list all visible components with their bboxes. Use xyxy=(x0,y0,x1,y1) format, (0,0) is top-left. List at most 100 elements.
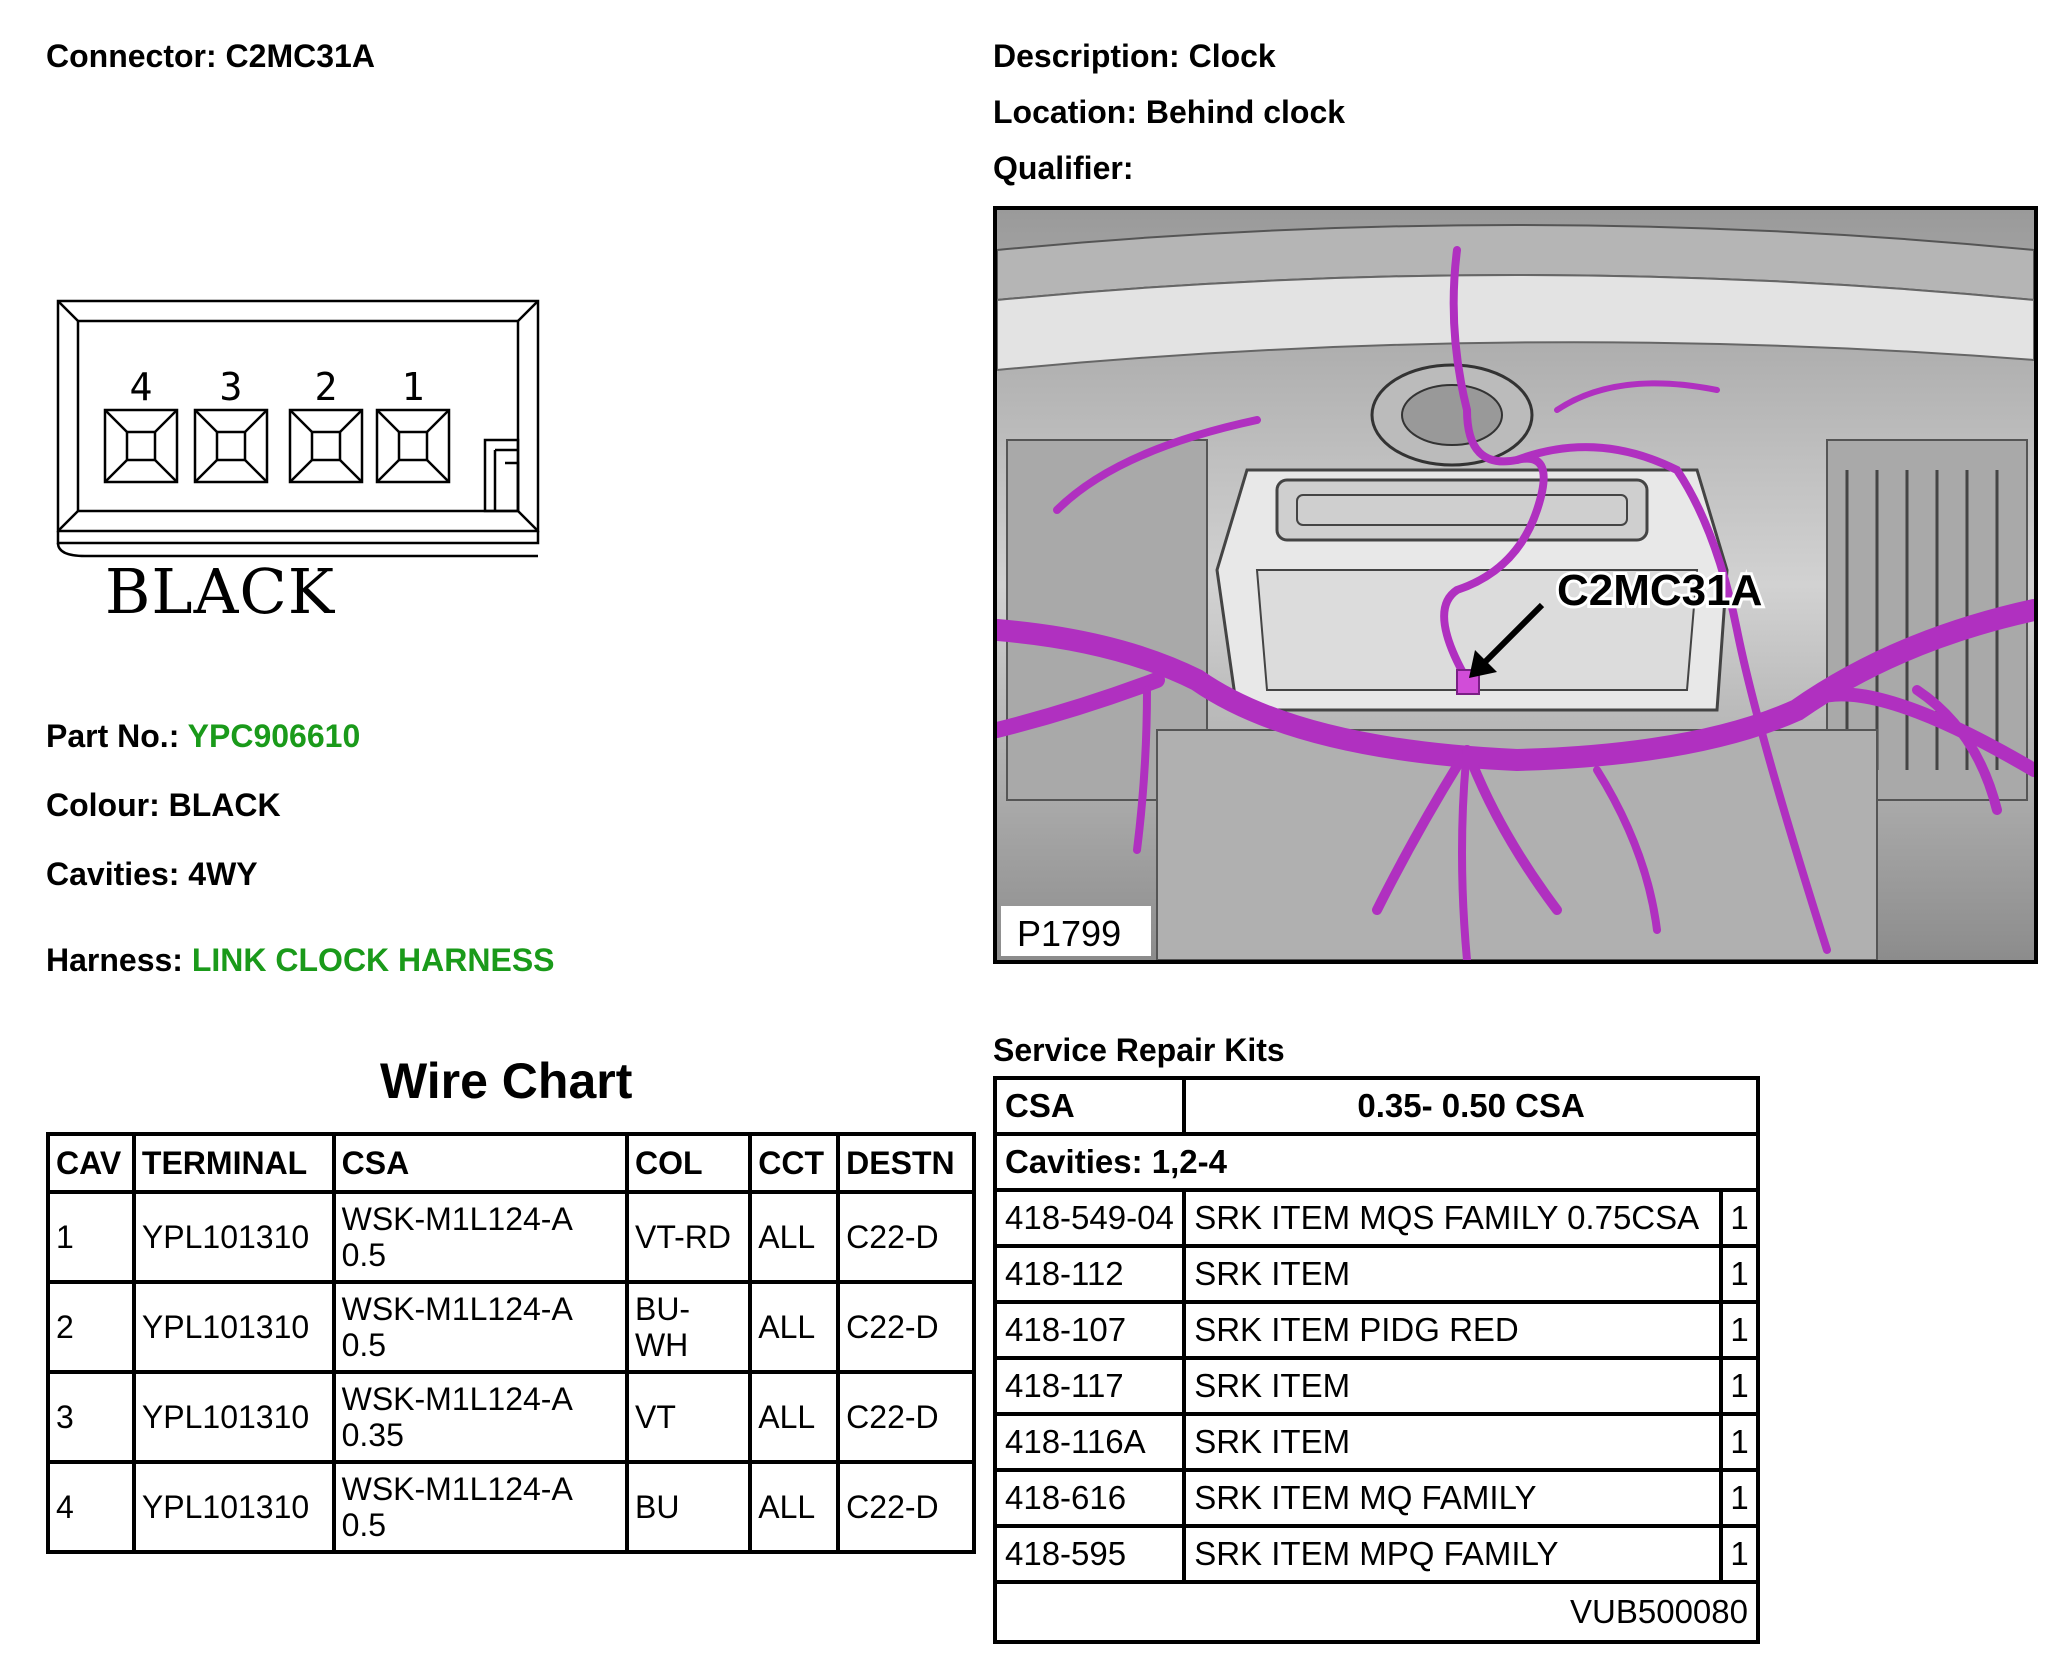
srk-item-name: SRK ITEM xyxy=(1182,1244,1724,1304)
location-field: Location: Behind clock xyxy=(993,94,1345,131)
srk-item-code: 418-549-04 xyxy=(992,1188,1187,1248)
cell-cct: ALL xyxy=(748,1190,841,1284)
cell-terminal: YPL101310 xyxy=(131,1460,336,1554)
photo-callout-label: C2MC31A xyxy=(1557,566,1762,615)
cavities-value: 4WY xyxy=(188,856,258,892)
pin-cavity-2 xyxy=(288,408,364,484)
srk-footer-row: VUB500080 xyxy=(993,1580,1760,1644)
col-header-csa: CSA xyxy=(331,1132,629,1194)
srk-csa-value: 0.35- 0.50 CSA xyxy=(1182,1076,1760,1136)
srk-item-qty: 1 xyxy=(1719,1524,1760,1584)
srk-item-code: 418-116A xyxy=(992,1412,1187,1472)
cell-col: VT-RD xyxy=(624,1190,753,1284)
srk-item-qty: 1 xyxy=(1719,1300,1760,1360)
srk-item-qty: 1 xyxy=(1719,1188,1760,1248)
col-header-cav: CAV xyxy=(46,1132,136,1194)
col-header-terminal: TERMINAL xyxy=(131,1132,336,1194)
wire-chart-header-row: CAV TERMINAL CSA COL CCT DESTN xyxy=(46,1132,976,1194)
cell-csa-spec: WSK-M1L124-A xyxy=(341,1201,573,1237)
harness-link[interactable]: LINK CLOCK HARNESS xyxy=(191,942,555,978)
srk-item-qty: 1 xyxy=(1719,1412,1760,1472)
srk-item-code: 418-112 xyxy=(992,1244,1187,1304)
cell-cct: ALL xyxy=(748,1460,841,1554)
cell-terminal: YPL101310 xyxy=(131,1370,336,1464)
wire-chart-title: Wire Chart xyxy=(380,1053,633,1109)
cell-destn: C22-D xyxy=(836,1460,976,1554)
cell-destn: C22-D xyxy=(836,1190,976,1284)
connector-field: Connector: C2MC31A xyxy=(46,38,375,75)
srk-item-code: 418-595 xyxy=(992,1524,1187,1584)
cavities-field: Cavities: 4WY xyxy=(46,856,258,893)
connector-value: C2MC31A xyxy=(225,38,375,74)
colour-value: BLACK xyxy=(168,787,281,823)
part-no-label: Part No.: xyxy=(46,718,180,754)
service-repair-kits-table: CSA 0.35- 0.50 CSA Cavities: 1,2-4 418-5… xyxy=(992,1076,1760,1644)
cell-csa-spec: WSK-M1L124-A xyxy=(341,1291,573,1327)
srk-item-code: 418-616 xyxy=(992,1468,1187,1528)
cell-col: VT xyxy=(624,1370,753,1464)
cell-cav: 1 xyxy=(46,1190,136,1284)
cell-col-line2: WH xyxy=(634,1327,689,1363)
description-field: Description: Clock xyxy=(993,38,1276,75)
location-label: Location: xyxy=(993,94,1137,130)
cell-col-line1: BU xyxy=(634,1489,680,1525)
pin-number-1: 1 xyxy=(402,365,425,409)
col-header-destn: DESTN xyxy=(836,1132,976,1194)
srk-footer-code: VUB500080 xyxy=(993,1580,1760,1644)
harness-field: Harness: LINK CLOCK HARNESS xyxy=(46,942,555,979)
cell-csa-size: 0.5 xyxy=(341,1237,387,1273)
connector-location-photo: C2MC31A P1799 xyxy=(993,206,2038,964)
srk-item-code: 418-107 xyxy=(992,1300,1187,1360)
cell-csa-size: 0.5 xyxy=(341,1327,387,1363)
col-header-col: COL xyxy=(624,1132,753,1194)
qualifier-label: Qualifier: xyxy=(993,150,1134,186)
description-label: Description: xyxy=(993,38,1180,74)
pin-number-4: 4 xyxy=(130,365,153,409)
pin-number-2: 2 xyxy=(315,365,338,409)
cell-cav: 3 xyxy=(46,1370,136,1464)
srk-cavities: Cavities: 1,2-4 xyxy=(993,1132,1760,1192)
srk-cavities-row: Cavities: 1,2-4 xyxy=(993,1132,1760,1192)
srk-item-name: SRK ITEM MQS FAMILY 0.75CSA xyxy=(1182,1188,1724,1248)
cell-cav: 2 xyxy=(46,1280,136,1374)
cell-destn: C22-D xyxy=(836,1370,976,1464)
colour-field: Colour: BLACK xyxy=(46,787,281,824)
location-value: Behind clock xyxy=(1145,94,1346,130)
srk-item-name: SRK ITEM xyxy=(1182,1412,1724,1472)
part-no-link[interactable]: YPC906610 xyxy=(187,718,361,754)
service-repair-kits-title: Service Repair Kits xyxy=(993,1032,1285,1068)
cavities-label: Cavities: xyxy=(46,856,180,892)
cell-col: BU-WH xyxy=(624,1280,753,1374)
cell-terminal: YPL101310 xyxy=(131,1190,336,1284)
cell-destn: C22-D xyxy=(836,1280,976,1374)
pin-cavity-3 xyxy=(193,408,269,484)
cell-terminal: YPL101310 xyxy=(131,1280,336,1374)
cell-col: BU xyxy=(624,1460,753,1554)
srk-csa-row: CSA 0.35- 0.50 CSA xyxy=(992,1076,1760,1136)
cell-cav: 4 xyxy=(46,1460,136,1554)
connector-colour-word: BLACK xyxy=(105,555,336,618)
harness-label: Harness: xyxy=(46,942,183,978)
photo-reference: P1799 xyxy=(1017,913,1121,954)
pin-cavity-4 xyxy=(103,408,179,484)
pin-number-3: 3 xyxy=(220,365,243,409)
cell-col-line1: VT xyxy=(634,1399,676,1435)
cell-cct: ALL xyxy=(748,1370,841,1464)
cell-csa-spec: WSK-M1L124-A xyxy=(341,1471,573,1507)
qualifier-field: Qualifier: xyxy=(993,150,1133,187)
connector-label: Connector: xyxy=(46,38,217,74)
engine-bay-illustration: C2MC31A P1799 xyxy=(997,210,2034,960)
